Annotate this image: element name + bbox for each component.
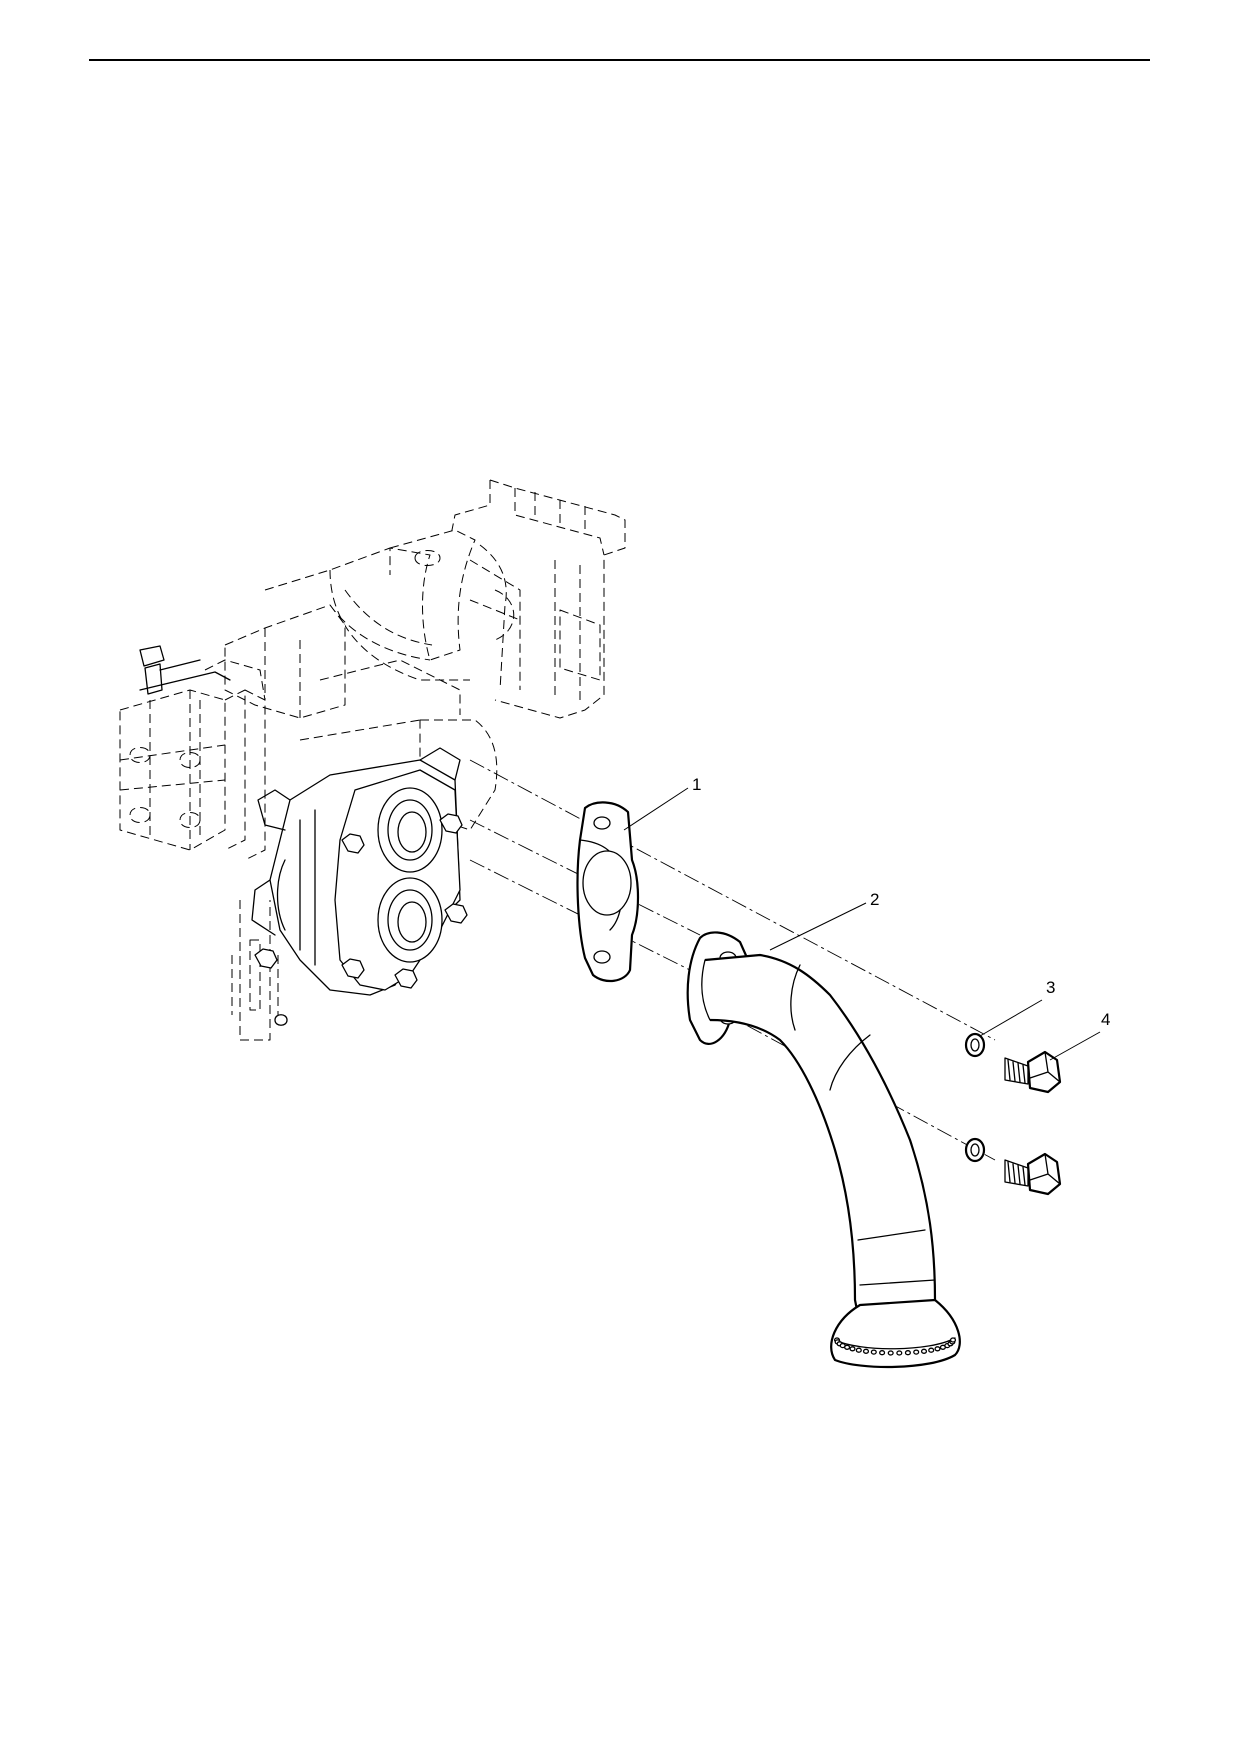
callouts: 1 2 3 4	[623, 775, 1110, 1061]
strainer-hole	[844, 1344, 851, 1350]
strainer-hole	[879, 1350, 886, 1356]
strainer-holes	[833, 1337, 957, 1356]
strainer-hole	[934, 1346, 941, 1352]
oil-pump-body	[251, 719, 498, 996]
callout-1-leader	[623, 787, 689, 831]
part-1-gasket	[576, 801, 640, 983]
strainer-hole	[870, 1349, 877, 1355]
callout-2-label: 2	[870, 890, 879, 909]
callout-3-label: 3	[1046, 978, 1055, 997]
part-3-washer-lower	[964, 1137, 986, 1163]
strainer-hole	[949, 1337, 957, 1343]
part-2-suction-pipe	[686, 931, 961, 1369]
strainer-hole	[913, 1349, 920, 1355]
callout-4-leader	[1049, 1031, 1101, 1061]
strainer-hole	[849, 1346, 856, 1352]
callout-1-label: 1	[692, 775, 701, 794]
strainer-hole	[920, 1348, 928, 1354]
part-3-washer-upper	[964, 1032, 986, 1058]
strainer-hole	[928, 1347, 935, 1353]
strainer-hole	[862, 1348, 870, 1354]
strainer-hole	[896, 1350, 903, 1356]
part-4-bolt-lower	[1004, 1152, 1062, 1196]
strainer-hole	[904, 1350, 911, 1356]
callout-2-leader	[769, 902, 867, 951]
callout-3-leader	[979, 999, 1043, 1037]
callout-4-label: 4	[1101, 1010, 1110, 1029]
header-rule	[89, 59, 1150, 61]
strainer-hole	[855, 1347, 862, 1353]
pump-cover-bolts	[254, 813, 468, 989]
part-4-bolt-upper	[1004, 1050, 1062, 1094]
strainer-hole	[887, 1350, 894, 1356]
engine-block-phantom	[119, 479, 626, 1041]
